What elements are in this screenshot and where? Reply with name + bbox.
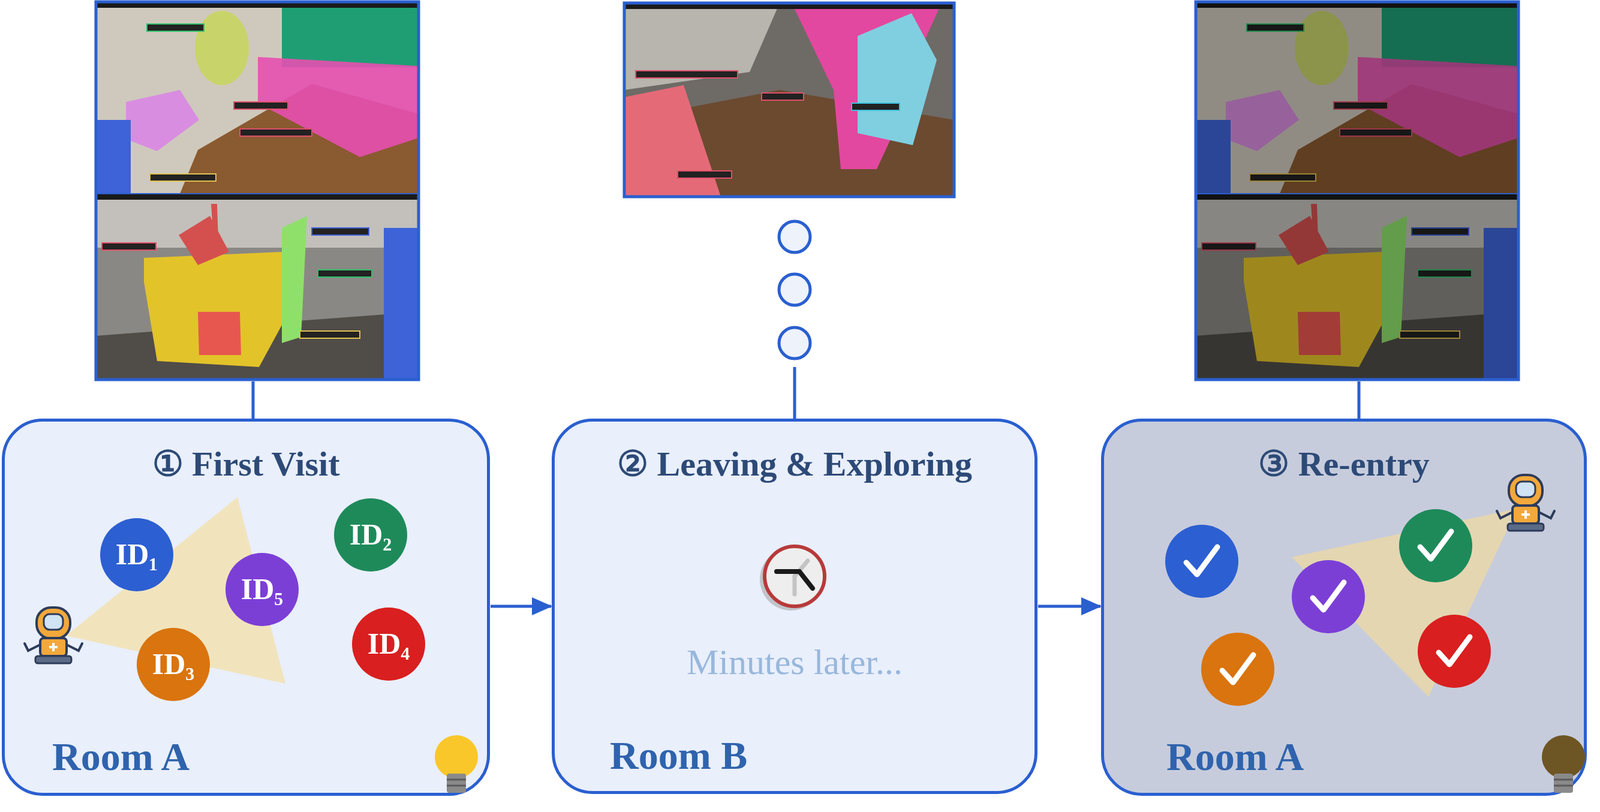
lightbulb-off: [1541, 735, 1586, 793]
check-circle: [1438, 636, 1470, 665]
ellipsis-dot: [779, 274, 811, 306]
clock-icon: [759, 546, 825, 611]
check-circle: [1399, 509, 1473, 583]
id-label: ID₄: [367, 626, 411, 662]
segmentation-screenshot: [281, 215, 308, 344]
check-circle: [1417, 614, 1491, 688]
check-circle: [1201, 632, 1275, 706]
check-circle: [1165, 524, 1239, 598]
panel-title: ② Leaving & Exploring: [617, 444, 973, 485]
stage-panel: ① First VisitRoom A ID₁ ID₂ ID₃ ID₄ ID₅: [1, 418, 490, 796]
leader-line: [793, 367, 797, 419]
segmentation-screenshot: [281, 7, 419, 68]
screenshot-frame: [95, 1, 419, 380]
view-cone: [1291, 508, 1518, 697]
segmentation-screenshot: [299, 331, 360, 339]
screenshot-shade: [1195, 1, 1519, 380]
leader-line: [251, 381, 255, 419]
segmentation-screenshot: [211, 203, 219, 240]
check-circle: [1291, 560, 1365, 634]
panel-title: ① First Visit: [152, 444, 341, 485]
id-circle: ID₅: [225, 552, 299, 627]
id-label: ID₁: [115, 537, 159, 573]
id-circle: ID₃: [136, 627, 210, 702]
room-label: Room A: [1166, 734, 1304, 780]
segmentation-screenshot: [95, 1, 419, 194]
clock-icon: [776, 571, 813, 589]
check-circle: [1186, 546, 1218, 575]
segmentation-screenshot: [95, 1, 419, 380]
segmentation-screenshot: [791, 2, 942, 170]
segmentation-screenshot: [857, 13, 937, 146]
segmentation-screenshot: [149, 173, 216, 182]
id-label: ID₅: [241, 572, 284, 607]
clock-icon: [792, 576, 798, 595]
segmentation-screenshot: [95, 119, 131, 194]
id-label: ID₂: [349, 517, 393, 553]
view-cone: [65, 497, 286, 684]
segmentation-screenshot: [761, 92, 804, 101]
segmentation-screenshot: [101, 242, 156, 251]
screenshot-frame: [624, 2, 955, 197]
segmentation-screenshot: [146, 23, 204, 32]
id-circle: ID₂: [334, 498, 408, 572]
screenshot-divider: [1195, 193, 1519, 195]
segmentation-screenshot: [178, 215, 230, 266]
lightbulb-off: [1553, 773, 1574, 793]
segmentation-screenshot: [95, 193, 419, 200]
room-label: Room A: [52, 734, 190, 780]
segmentation-screenshot: [677, 170, 732, 179]
id-circle: ID₄: [352, 607, 426, 681]
lightbulb-off: [1541, 735, 1586, 779]
segmentation-screenshot: [624, 2, 955, 197]
segmentation-screenshot: [311, 227, 369, 236]
lightbulb-on: [434, 735, 478, 793]
robot-icon: [1496, 474, 1555, 531]
check-circle: [1165, 524, 1239, 598]
segmentation-screenshot: [95, 193, 419, 248]
lightbulb-on: [446, 779, 466, 786]
segmentation-screenshot: [624, 85, 721, 197]
id-label: ID₃: [152, 647, 195, 682]
ellipsis-dot: [779, 327, 811, 359]
clock-icon: [764, 546, 825, 607]
segmentation-screenshot: [194, 10, 249, 86]
time-note: Minutes later...: [686, 641, 903, 684]
screenshot-frame: [1195, 1, 1519, 380]
check-circle: [1201, 632, 1275, 706]
segmentation-screenshot: [125, 89, 200, 152]
screenshot-divider: [95, 193, 419, 195]
segmentation-screenshot: [383, 227, 419, 380]
lightbulb-off: [1553, 779, 1574, 786]
id-circle: ID₁: [100, 518, 174, 592]
ellipsis-dot: [779, 221, 811, 253]
flow-arrow: [1038, 605, 1101, 609]
check-circle: [1417, 614, 1491, 688]
check-circle: [1291, 560, 1365, 634]
segmentation-screenshot: [233, 101, 288, 110]
leader-line: [1357, 381, 1361, 419]
room-label: Room B: [609, 732, 748, 779]
check-circle: [1222, 654, 1254, 683]
check-circle: [1420, 531, 1452, 559]
segmentation-screenshot: [317, 269, 372, 278]
robot-icon: [24, 607, 83, 664]
segmentation-screenshot: [95, 193, 419, 380]
check-circle: [1312, 582, 1344, 610]
segmentation-screenshot: [197, 311, 242, 356]
segmentation-screenshot: [1195, 1, 1519, 380]
segmentation-screenshot: [624, 2, 780, 90]
lightbulb-on: [434, 735, 478, 779]
segmentation-screenshot: [851, 103, 900, 111]
segmentation-screenshot: [635, 70, 738, 78]
segmentation-screenshot: [143, 251, 290, 368]
segmentation-screenshot: [239, 128, 312, 137]
panel-title: ③ Re-entry: [1258, 444, 1430, 485]
flow-arrow: [490, 605, 552, 609]
check-circle: [1399, 509, 1473, 583]
segmentation-screenshot: [624, 2, 955, 197]
lightbulb-on: [446, 773, 466, 793]
